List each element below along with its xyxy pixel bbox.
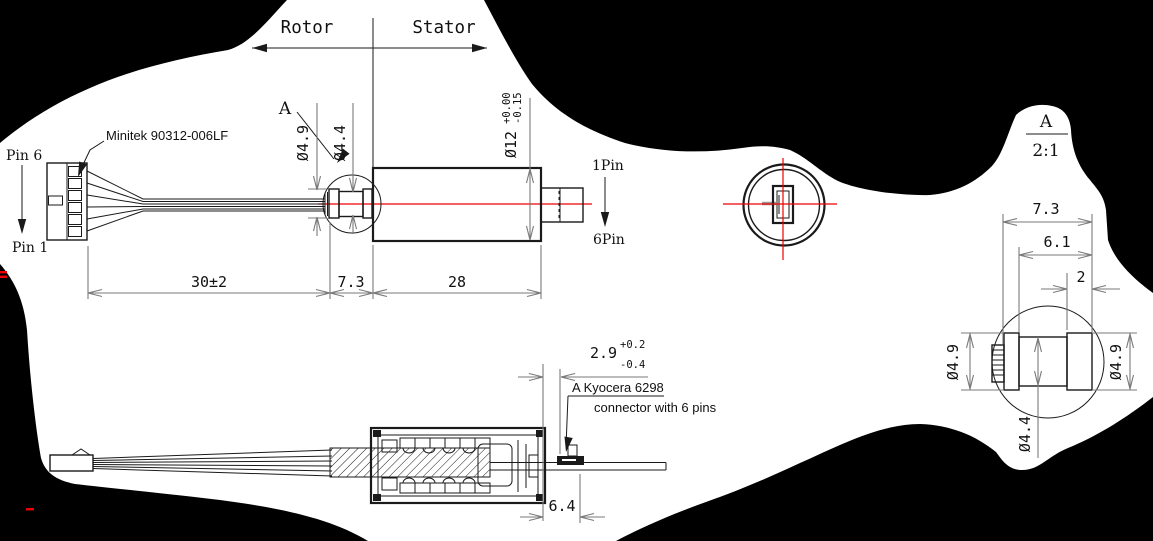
dim-dia44-side: Ø4.4 xyxy=(331,103,358,234)
detail-dia-right: Ø4.9 xyxy=(1092,332,1137,391)
detail-title-label: A xyxy=(1039,112,1053,132)
wire-bundle-bottom xyxy=(92,449,333,477)
motor-body xyxy=(371,166,584,243)
detail-view: A 2:1 7.3 xyxy=(944,112,1137,458)
dia12-label: Ø12 xyxy=(502,131,520,158)
kyocera-note-line2: connector with 6 pins xyxy=(594,400,717,415)
detail-part xyxy=(991,332,1093,391)
detail-dia49-right-label: Ø4.9 xyxy=(1107,344,1125,380)
minitek-note: Minitek 90312-006LF xyxy=(74,128,228,179)
connector-side-profile xyxy=(49,448,94,472)
dim-64-label: 6.4 xyxy=(548,497,575,515)
dim-29-tol-upper: +0.2 xyxy=(620,339,645,351)
detail-dia-left: Ø4.9 xyxy=(944,332,1004,391)
dia49-side-label: Ø4.9 xyxy=(294,125,312,161)
pin-order-callout-left: Pin 6 Pin 1 xyxy=(6,148,48,256)
dim-29-label: 2.9 xyxy=(590,344,617,362)
motor-case-section xyxy=(369,426,547,505)
dia12-tol-lower: -0.15 xyxy=(512,92,524,124)
detail-scale-label: 2:1 xyxy=(1032,141,1059,161)
dim-28-label: 28 xyxy=(448,273,466,291)
dim-dia49-side: Ø4.9 xyxy=(294,103,327,236)
detail-dia-center: Ø4.4 xyxy=(1016,337,1043,458)
stator-label: Stator xyxy=(412,18,475,38)
minitek-label: Minitek 90312-006LF xyxy=(106,128,228,143)
dim-29-tol-lower: -0.4 xyxy=(620,359,645,371)
kyocera-connector xyxy=(557,444,584,465)
detail-dim-total: 7.3 xyxy=(1002,200,1093,344)
detail-dia49-left-label: Ø4.9 xyxy=(944,344,962,380)
pin1-label: Pin 1 xyxy=(12,240,48,256)
edge-marks xyxy=(0,271,34,511)
wire-bundle xyxy=(86,170,325,232)
detail-dim-61-label: 6.1 xyxy=(1043,233,1070,251)
bottom-view: A Kyocera 6298 connector with 6 pins 2.9… xyxy=(49,339,717,523)
detail-title: A 2:1 xyxy=(1026,112,1068,161)
kyocera-note-line1: A Kyocera 6298 xyxy=(572,380,664,395)
dim-connector-width: 6.4 xyxy=(520,474,605,523)
section-a-leader: A xyxy=(278,99,350,166)
dim-73-label: 7.3 xyxy=(337,273,364,291)
wire-connector xyxy=(46,162,88,241)
rotor-stator-header: Rotor Stator xyxy=(252,18,487,167)
pin-order-callout-right: 1Pin 6Pin xyxy=(592,158,625,248)
detail-dim-flange: 2 xyxy=(1041,268,1120,330)
dim-30-label: 30±2 xyxy=(191,273,227,291)
pin1-right-label: 1Pin xyxy=(592,158,624,174)
rotor-label: Rotor xyxy=(281,18,334,38)
side-view: Pin 6 Pin 1 Minitek 90312-006LF A xyxy=(6,92,625,299)
front-view xyxy=(723,158,837,260)
dia44-side-label: Ø4.4 xyxy=(331,125,349,161)
length-dimensions: 30±2 7.3 28 xyxy=(87,222,542,299)
dim-protrusion: 2.9 +0.2 -0.4 xyxy=(518,339,648,521)
detail-callout-circle xyxy=(322,174,382,234)
dia12-tol-upper: +0.00 xyxy=(501,92,513,124)
rotor-shaft xyxy=(322,174,382,234)
dim-dia12: Ø12 +0.00 -0.15 xyxy=(501,92,535,241)
detail-dim-2-label: 2 xyxy=(1076,268,1085,286)
section-a-label: A xyxy=(278,99,292,119)
kyocera-note: A Kyocera 6298 connector with 6 pins xyxy=(561,380,717,453)
detail-dim-73-label: 7.3 xyxy=(1032,200,1059,218)
pin6-label: Pin 6 xyxy=(6,148,42,164)
detail-dia44-label: Ø4.4 xyxy=(1016,416,1034,452)
pin6-right-label: 6Pin xyxy=(593,232,625,248)
detail-dim-inner: 6.1 xyxy=(1018,233,1093,332)
